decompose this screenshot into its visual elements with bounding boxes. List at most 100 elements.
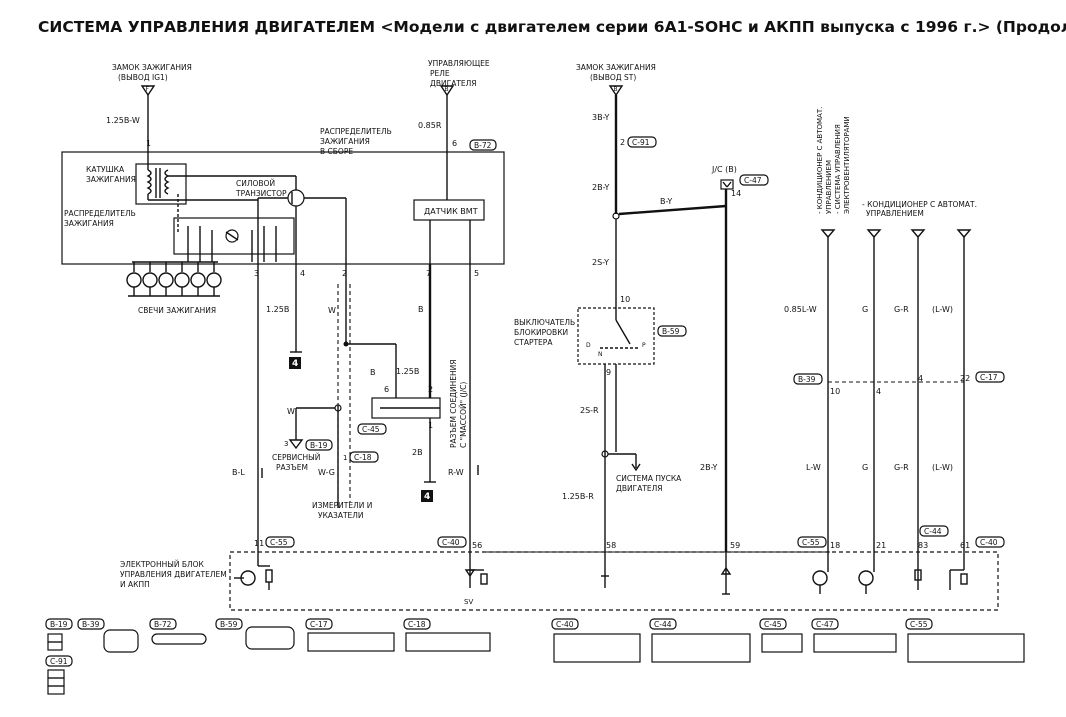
svg-text:C-91: C-91: [50, 657, 68, 666]
pin-c47: 14: [731, 189, 741, 198]
svg-text:C-17: C-17: [310, 620, 328, 629]
pin-3: 3: [254, 269, 259, 278]
ac-left-label-3: - СИСТЕМА УПРАВЛЕНИЯ: [834, 124, 842, 214]
pin-c91: 2: [620, 138, 625, 147]
source-mark-relay: B: [445, 86, 449, 93]
legend-c18: C-18: [403, 618, 491, 652]
connector-c40-right: C-40: [975, 536, 1005, 548]
ground-joint-label-1: РАЗЪЕМ СОЕДИНЕНИЯ: [449, 360, 458, 449]
svg-text:C-18: C-18: [354, 453, 372, 462]
pin-relay: 6: [452, 139, 457, 148]
jc-label: J/C (B): [711, 165, 737, 174]
svg-text:2: 2: [428, 385, 433, 394]
svg-text:C-55: C-55: [270, 538, 288, 547]
wire-ac-gr2: G-R: [894, 463, 909, 472]
pin-b59-top: 10: [620, 295, 630, 304]
distributor-name-1: РАСПРЕДЕЛИТЕЛЬ: [320, 127, 392, 136]
svg-text:C-18: C-18: [408, 620, 426, 629]
legend-b72: B-72: [149, 618, 207, 645]
connector-b39: B-39: [793, 373, 823, 385]
legend-c47: C-47: [811, 618, 897, 653]
svg-text:4: 4: [292, 359, 298, 369]
legend-c91: C-91: [45, 655, 73, 695]
gauges-label-1: ИЗМЕРИТЕЛИ И: [312, 501, 372, 510]
connector-c18: C-18: [349, 451, 379, 463]
service-label-2: РАЗЪЕМ: [276, 463, 308, 472]
ecu-pin-11: 11: [254, 539, 264, 548]
pin-2: 2: [342, 269, 347, 278]
wire-2sy: 2S-Y: [592, 258, 609, 267]
starter-system-label-1: СИСТЕМА ПУСКА: [616, 474, 682, 483]
wire-ac-lw: L-W: [806, 463, 821, 472]
svg-text:C-40: C-40: [556, 620, 574, 629]
ac-source-arrows: [820, 229, 972, 239]
svg-text:B-19: B-19: [50, 620, 68, 629]
svg-text:C-45: C-45: [362, 425, 380, 434]
wire-rw: R-W: [448, 468, 464, 477]
ecu-pin-83: 83: [918, 541, 928, 550]
starter-switch-label-3: СТАРТЕРА: [514, 338, 553, 347]
b19-code: B-19: [310, 441, 328, 450]
pin-4: 4: [300, 269, 305, 278]
wire-b125: 1.25B: [266, 305, 289, 314]
legend-b59: B-59: [215, 618, 295, 650]
svg-text:B-39: B-39: [82, 620, 100, 629]
connector-b59: B-59: [657, 325, 687, 337]
distributor-assembly: [61, 151, 505, 265]
wire-b125-sensor: 1.25B: [396, 367, 419, 376]
wire-w: W: [328, 306, 336, 315]
wire-125br: 1.25B-R: [562, 492, 594, 501]
source-arrow-ig1: F: [140, 85, 156, 97]
sv-label: SV: [464, 598, 473, 606]
starter-system-label-2: ДВИГАТЕЛЯ: [616, 484, 663, 493]
svg-text:C-55: C-55: [802, 538, 820, 547]
pin-b39: 10: [830, 387, 840, 396]
svg-text:C-17: C-17: [980, 373, 998, 382]
legend-c44: C-44: [649, 618, 751, 663]
relay-label-3: ДВИГАТЕЛЯ: [430, 79, 477, 88]
coil-label-2: ЗАЖИГАНИЯ: [86, 175, 136, 184]
ignition-coil: [135, 163, 187, 205]
wire-relay: 0.85R: [418, 121, 442, 130]
wire-ac-085lw: 0.85L-W: [784, 305, 817, 314]
svg-text:C-47: C-47: [744, 176, 762, 185]
svg-text:4: 4: [424, 492, 430, 502]
ecu-label-2: УПРАВЛЕНИЯ ДВИГАТЕЛЕМ: [120, 570, 227, 579]
pin-7: 7: [426, 269, 431, 278]
svg-text:B-39: B-39: [798, 375, 816, 384]
wire-b-left: B: [370, 368, 376, 377]
source-arrow-st: B: [608, 85, 624, 97]
legend-b19: B-19: [45, 618, 73, 651]
ground-joint-label-2: С "МАССОЙ" (J/C): [459, 382, 468, 448]
wire-ac-g2: G: [862, 463, 868, 472]
power-transistor: [287, 189, 305, 207]
svg-text:C-44: C-44: [654, 620, 672, 629]
pin-5: 5: [474, 269, 479, 278]
distributor-name-2: ЗАЖИГАНИЯ: [320, 137, 370, 146]
coil-label-1: КАТУШКА: [86, 165, 125, 174]
gear-d: D: [586, 342, 591, 349]
coil-secondary: [164, 169, 170, 195]
rotor: [225, 229, 239, 243]
wire-by: B-Y: [660, 197, 672, 206]
distributor-name-3: В СБОРЕ: [320, 147, 353, 156]
ground-mark-1: 4: [289, 351, 302, 369]
wire-wg: W-G: [318, 468, 335, 477]
svg-text:C-45: C-45: [764, 620, 782, 629]
svg-text:B-59: B-59: [220, 620, 238, 629]
ac-left-label-2: УПРАВЛЕНИЕМ: [825, 160, 833, 214]
source-mark-st: B: [614, 86, 618, 93]
svg-text:B-72: B-72: [474, 141, 492, 150]
ecu-pin-56: 56: [472, 541, 482, 550]
connector-c47: C-47: [739, 174, 769, 186]
pin-c17-a: 4: [876, 387, 881, 396]
legend-c55: C-55: [905, 618, 1025, 663]
ign-ig1-label-1: ЗАМОК ЗАЖИГАНИЯ: [112, 63, 192, 72]
gauges-label-2: УКАЗАТЕЛИ: [318, 511, 364, 520]
wire-ig: 1.25B-W: [106, 116, 140, 125]
wire-ac-g: G: [862, 305, 868, 314]
gear-p: P: [642, 342, 646, 349]
gear-n: N: [598, 351, 603, 358]
service-connector: 3 B-19 СЕРВИСНЫЙ РАЗЪЕМ: [272, 439, 333, 472]
connector-c44: C-44: [919, 525, 949, 537]
